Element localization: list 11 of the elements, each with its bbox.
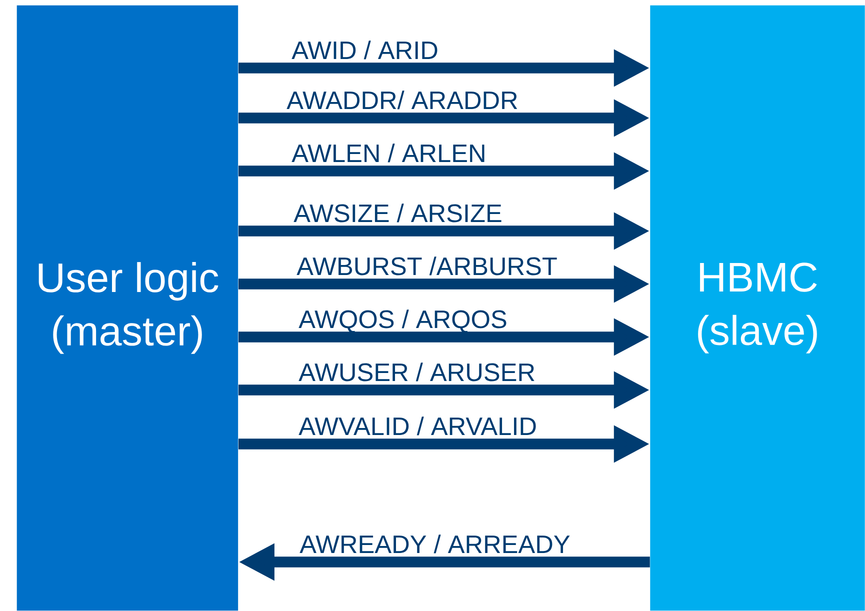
block-box: User logic (master) bbox=[16, 5, 238, 611]
edge-label: AWBURST /ARBURST bbox=[296, 256, 557, 276]
edge-label: AWID / ARID bbox=[292, 40, 438, 60]
edge-label: AWVALID / ARVALID bbox=[298, 416, 536, 436]
edge-label: AWUSER / ARUSER bbox=[298, 362, 534, 382]
edge-label: AWLEN / ARLEN bbox=[292, 144, 484, 162]
edge-label: AWADDR/ ARADDR bbox=[286, 90, 518, 110]
edge-label: AWQOS / ARQOS bbox=[298, 310, 506, 333]
block-box: HBMC (slave) bbox=[650, 5, 865, 611]
edge-label: AWSIZE / ARSIZE bbox=[294, 204, 502, 222]
edge-label: AWREADY / ARREADY bbox=[300, 534, 570, 554]
